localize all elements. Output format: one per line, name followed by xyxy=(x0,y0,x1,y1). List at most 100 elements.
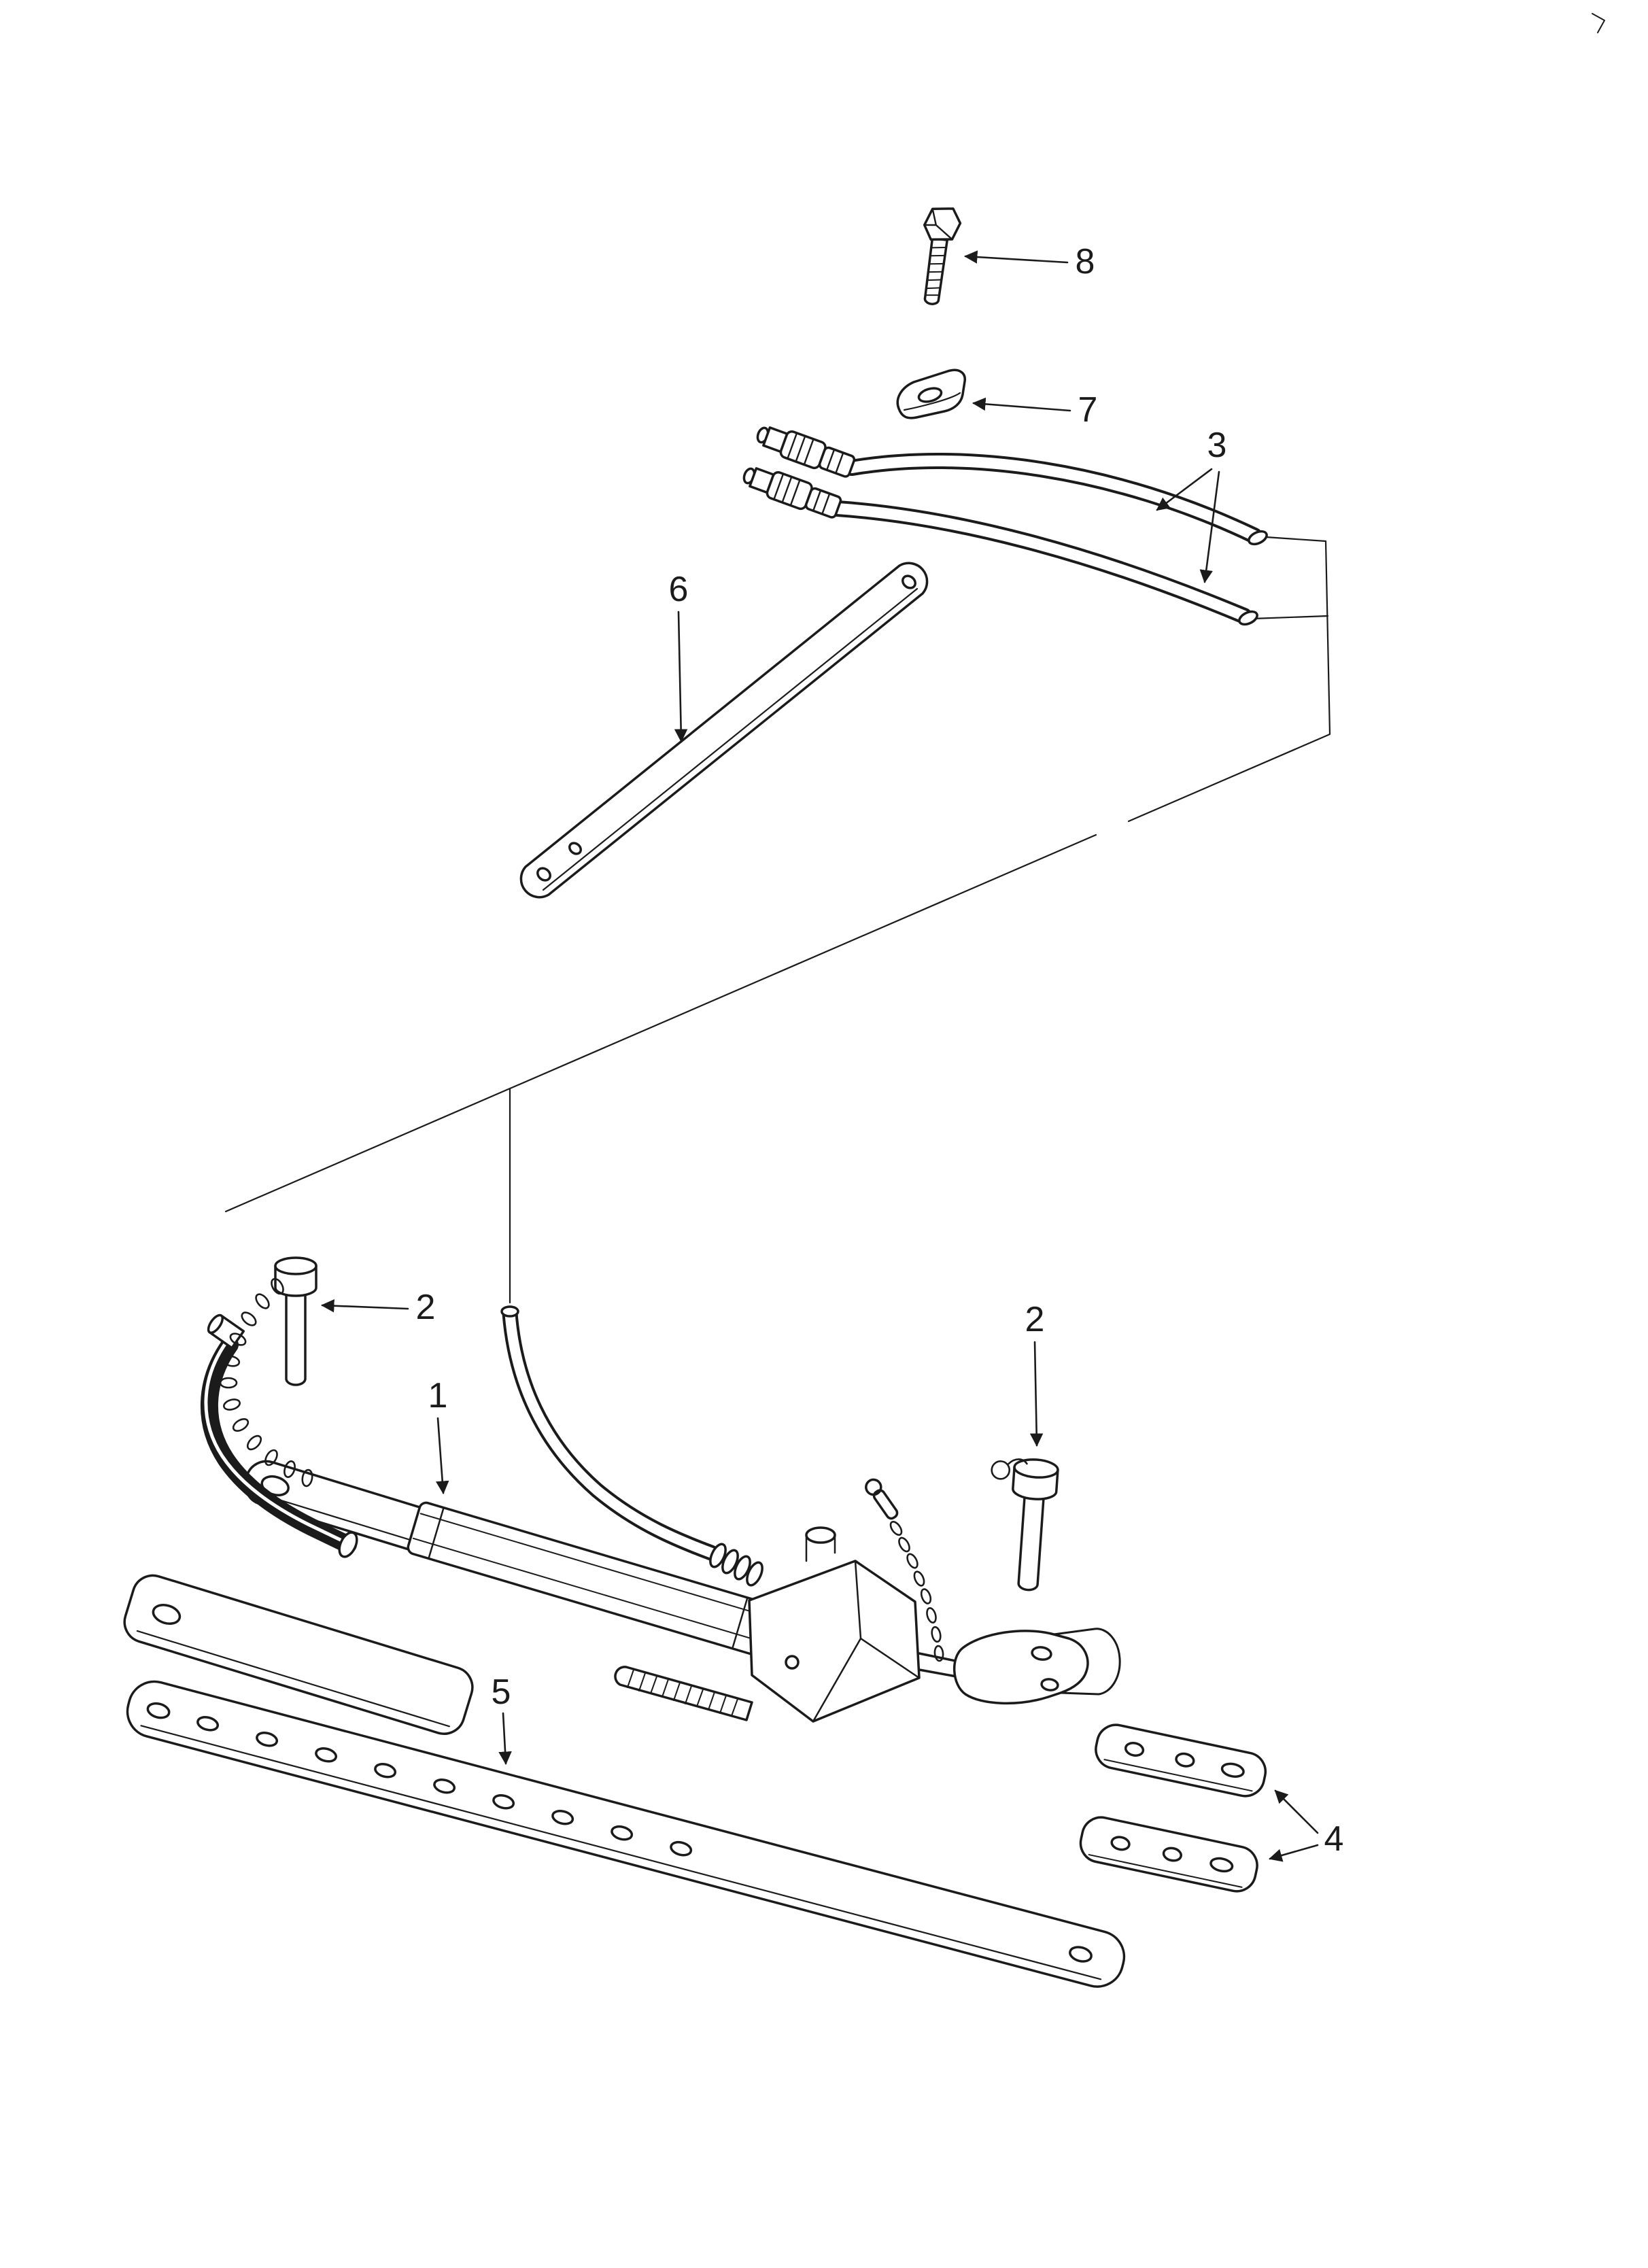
threaded-rod-outline xyxy=(614,1666,753,1721)
clamp-hole xyxy=(917,387,943,403)
hose-white-outer xyxy=(502,1305,719,1561)
hose-b-core xyxy=(832,503,1250,621)
chain-link xyxy=(933,1645,944,1662)
drawbar-hole xyxy=(611,1825,634,1841)
valve-block xyxy=(748,1526,921,1723)
callout-leaders xyxy=(321,250,1319,1862)
callout-3: 3 xyxy=(1207,426,1227,465)
strap-part-6 xyxy=(519,562,929,899)
barrel-outline xyxy=(407,1501,787,1660)
clevis-fork xyxy=(953,1628,1121,1705)
clevis-fork-prongs xyxy=(1052,1628,1121,1696)
chain-link xyxy=(229,1333,247,1346)
hose-a-end-cap xyxy=(1248,530,1268,546)
leader-line-4a xyxy=(1274,1789,1319,1834)
pin-right-clip-ring xyxy=(991,1460,1011,1480)
drawbar-thickness-line xyxy=(140,1725,1102,1980)
pin-left-head-top xyxy=(274,1256,317,1275)
strap-thickness-line xyxy=(542,587,919,891)
anchor-bracket-hole xyxy=(152,1603,182,1625)
chain-link xyxy=(246,1434,262,1451)
chain-link xyxy=(906,1553,919,1569)
callout-2-left: 2 xyxy=(416,1288,436,1327)
plate-lower-hole xyxy=(1162,1846,1182,1862)
chain-link xyxy=(222,1355,241,1367)
cylinder-assembly-part-1 xyxy=(123,1305,1121,1735)
reference-line-hose-tick xyxy=(1251,615,1329,620)
plate-lower-outline xyxy=(1079,1816,1258,1893)
plate-upper-edge xyxy=(1103,1759,1253,1792)
strap-hole-bottom xyxy=(536,867,551,882)
plate-upper-hole xyxy=(1175,1752,1195,1768)
valve-block-outline xyxy=(748,1560,921,1723)
chain-link xyxy=(920,1588,932,1604)
callout-6: 6 xyxy=(669,570,689,609)
plate-upper-hole xyxy=(1124,1742,1145,1757)
callout-4: 4 xyxy=(1324,1819,1344,1859)
leader-line-2-right xyxy=(1029,1341,1044,1447)
drawbar-hole xyxy=(256,1732,278,1747)
reference-line-right xyxy=(1127,536,1331,823)
strap-hole-top xyxy=(902,574,916,589)
linch-pin-body xyxy=(872,1489,899,1520)
pin-left-chain xyxy=(219,1277,313,1488)
chain-link xyxy=(889,1521,903,1536)
clamp-plates-part-4 xyxy=(1079,1723,1267,1893)
callout-7: 7 xyxy=(1078,390,1098,430)
threaded-rod-threads xyxy=(627,1669,738,1717)
chain-link xyxy=(241,1311,257,1326)
callout-2-right: 2 xyxy=(1025,1300,1045,1339)
strap-hole-mid xyxy=(568,842,582,855)
chain-link xyxy=(931,1626,942,1643)
drawbar-part-5 xyxy=(126,1680,1126,1988)
clamp-plate-upper xyxy=(1095,1723,1267,1798)
anchor-bracket xyxy=(123,1574,474,1735)
strap-outline xyxy=(519,562,929,899)
drawbar-hole xyxy=(146,1702,171,1719)
clevis-chain xyxy=(889,1521,944,1662)
leader-line-1 xyxy=(436,1417,449,1494)
clamp-edge-line xyxy=(903,392,961,411)
drawbar-hole xyxy=(374,1763,397,1779)
rib xyxy=(721,1549,739,1575)
hose-connector-ribs xyxy=(709,1543,763,1587)
chain-link xyxy=(926,1606,937,1624)
leader-line-6 xyxy=(674,611,688,742)
callout-labels: 8 7 3 6 2 1 2 5 4 xyxy=(416,242,1344,1859)
hose-dark-highlight xyxy=(204,1340,347,1544)
fitting-b-collar xyxy=(804,487,842,519)
bolt-threads xyxy=(926,246,946,296)
pin-right-body xyxy=(1017,1490,1046,1592)
clevis-linch-pin xyxy=(865,1478,899,1520)
clamp-outline xyxy=(896,368,966,419)
clevis-fork-outline xyxy=(953,1630,1089,1705)
chain-link xyxy=(913,1570,925,1587)
pin-right-clip-wire xyxy=(1008,1458,1028,1465)
pin-right-head-top xyxy=(1013,1458,1059,1479)
drawbar-outline xyxy=(126,1680,1126,1988)
clevis-pin-right-part-2 xyxy=(991,1458,1059,1592)
leader-line-8 xyxy=(964,250,1069,264)
clevis-pin-left-part-2 xyxy=(219,1256,317,1488)
drawbar-hole xyxy=(315,1747,338,1763)
callout-1: 1 xyxy=(428,1376,448,1415)
drawbar-hole xyxy=(492,1793,515,1810)
plate-upper-outline xyxy=(1095,1723,1267,1798)
fitting-a-ribs xyxy=(787,432,814,466)
port-boss-top xyxy=(805,1526,836,1544)
plate-upper-slot xyxy=(1220,1762,1245,1778)
callout-5: 5 xyxy=(492,1672,511,1712)
rib xyxy=(746,1561,763,1587)
drawbar-hole-end xyxy=(1069,1946,1093,1963)
leader-line-2-left xyxy=(321,1299,409,1313)
plate-lower-slot xyxy=(1209,1857,1234,1873)
clevis-hole-top xyxy=(1031,1646,1052,1661)
threaded-rod xyxy=(614,1666,753,1721)
hose-b-end-cap xyxy=(1238,610,1258,626)
chain-link xyxy=(219,1377,238,1389)
leader-line-4b xyxy=(1269,1844,1319,1862)
bolt-head-facets xyxy=(923,208,953,241)
hose-dark-fitting-cap xyxy=(207,1313,224,1335)
valve-block-edges xyxy=(812,1560,921,1723)
